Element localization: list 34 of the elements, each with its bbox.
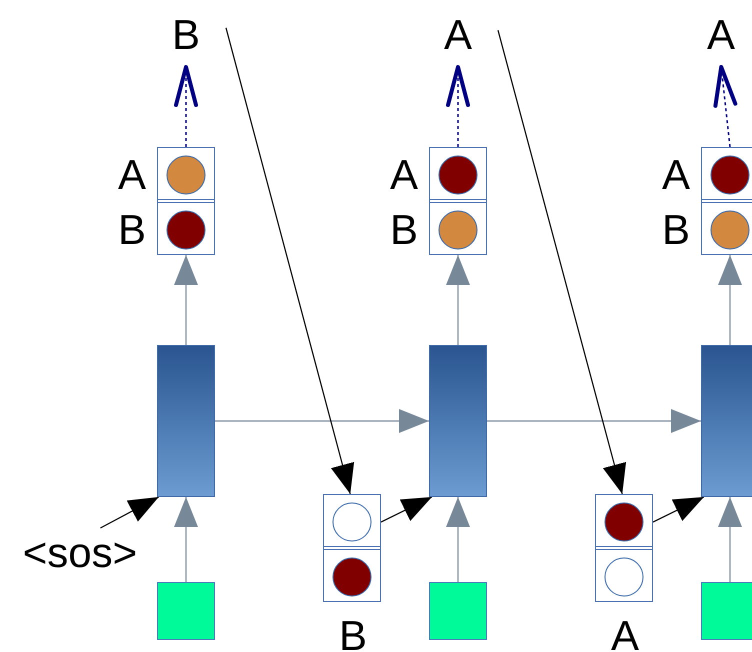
arrow xyxy=(174,255,198,345)
input-embedding-box xyxy=(429,582,487,640)
rnn-cell xyxy=(157,345,215,497)
arrow xyxy=(174,497,198,582)
start-token-label: <sos> xyxy=(12,528,148,578)
rnn-cell xyxy=(701,345,752,497)
token-label: B xyxy=(338,615,367,652)
arrow xyxy=(487,409,701,433)
token-label: A xyxy=(662,154,690,196)
arrow xyxy=(446,497,470,582)
input-embedding-box xyxy=(701,582,752,640)
output-arrow xyxy=(174,65,198,147)
arrow xyxy=(380,496,432,523)
arrow xyxy=(215,409,429,433)
arrow xyxy=(652,496,704,523)
rnn-cell xyxy=(429,345,487,497)
token-label: B xyxy=(118,208,146,250)
arrow xyxy=(718,497,742,582)
output-token-label: A xyxy=(418,5,498,65)
token-label: B xyxy=(662,208,690,250)
input-embedding-box xyxy=(157,582,215,640)
arrow xyxy=(446,255,470,345)
arrow xyxy=(497,30,626,494)
output-token-label: B xyxy=(146,5,226,65)
token-label: A xyxy=(610,615,639,652)
output-arrow xyxy=(713,64,738,148)
output-arrow xyxy=(446,65,470,147)
token-label: B xyxy=(390,208,418,250)
output-token-label: A xyxy=(690,5,752,65)
arrow xyxy=(225,28,354,494)
arrow xyxy=(718,255,742,345)
token-label: A xyxy=(118,154,146,196)
token-label: A xyxy=(390,154,418,196)
arrow xyxy=(100,496,160,529)
